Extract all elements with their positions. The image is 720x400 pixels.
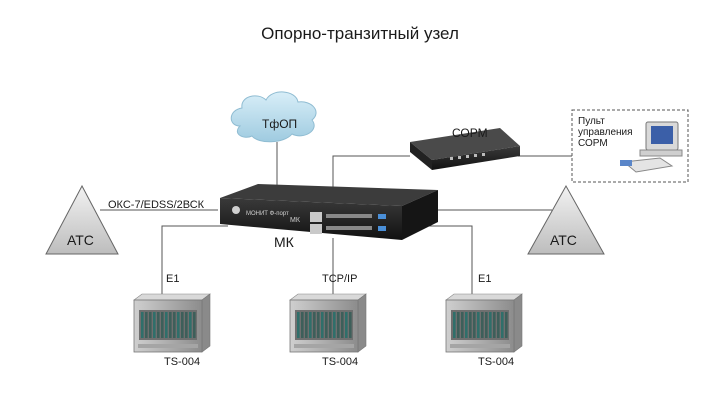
connection-lines bbox=[100, 142, 572, 300]
console-frame bbox=[571, 109, 689, 183]
link-center-label: TCP/IP bbox=[322, 273, 358, 285]
console-label: Пульт управления СОРМ bbox=[578, 116, 638, 149]
signalling-label: ОКС-7/EDSS/2ВСК bbox=[108, 199, 205, 211]
console-label-line1: Пульт bbox=[578, 116, 605, 127]
link-mk-rack-right bbox=[420, 225, 473, 300]
racks-group bbox=[133, 293, 523, 353]
pstn-cloud-label: ТфОП bbox=[262, 117, 298, 131]
link-mk-rack-left bbox=[161, 225, 228, 300]
rack-right-label: TS-004 bbox=[478, 356, 515, 368]
atc-right-label: АТС bbox=[550, 232, 577, 248]
link-left-label: E1 bbox=[166, 273, 180, 285]
mk-device bbox=[220, 184, 438, 240]
atc-left-triangle bbox=[45, 184, 119, 255]
link-right-label: E1 bbox=[478, 273, 492, 285]
sorm-device bbox=[410, 128, 520, 170]
rack-left-label: TS-004 bbox=[164, 356, 201, 368]
rack-center-label: TS-004 bbox=[322, 356, 359, 368]
mk-label: МК bbox=[274, 234, 294, 250]
sorm-label: СОРМ bbox=[452, 126, 488, 140]
diagram-title: Опорно-транзитный узел bbox=[261, 24, 459, 43]
atc-right-triangle bbox=[527, 184, 605, 255]
link-mk-sorm bbox=[332, 155, 410, 196]
console-label-line3: СОРМ bbox=[578, 138, 608, 149]
rack-center bbox=[289, 293, 367, 353]
mk-brand-text: МОНИТ Ф-порт bbox=[246, 211, 289, 217]
mk-model-text: МК bbox=[290, 217, 300, 224]
rack-left bbox=[133, 293, 211, 353]
console-label-line2: управления bbox=[578, 127, 633, 138]
pstn-cloud bbox=[230, 91, 317, 143]
rack-right bbox=[445, 293, 523, 353]
pc-icon bbox=[620, 121, 683, 173]
atc-left-label: АТС bbox=[67, 232, 94, 248]
